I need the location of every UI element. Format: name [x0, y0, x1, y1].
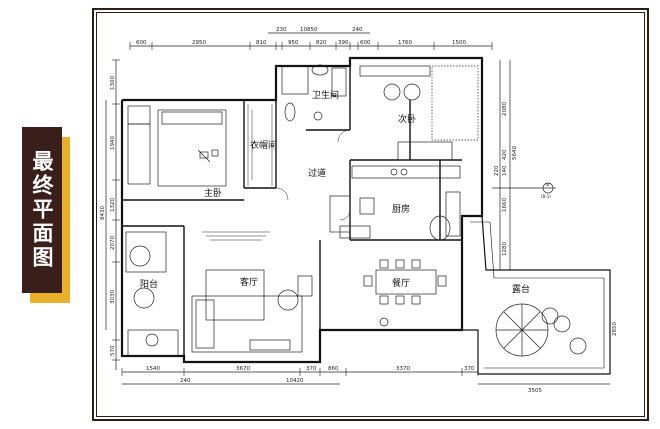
room-label-kitchen: 厨房 [392, 203, 410, 215]
dim-bottom-1: 1540 [146, 366, 160, 372]
dim-left-4: 8430 [100, 206, 106, 220]
page-title: 最终平面图 [30, 150, 54, 270]
dim-top-1: 600 [136, 40, 147, 46]
outer-frame [92, 8, 649, 421]
dim-left-1: 1300 [110, 76, 116, 90]
dim-bottom-2: 240 [180, 378, 191, 384]
interior-walls [122, 66, 462, 356]
dim-top-4: 230 [276, 27, 287, 33]
left-dimension-chain [105, 59, 120, 370]
dim-terrace-height: 2850 [612, 322, 618, 336]
room-label-balcony: 阳台 [140, 278, 158, 290]
room-label-bathroom: 卫生间 [312, 89, 339, 101]
master-bed [127, 105, 227, 187]
title-block: 最终平面图 [22, 127, 70, 303]
dim-left-6: 3030 [110, 290, 116, 304]
room-label-corridor: 过道 [308, 167, 326, 179]
dim-bottom-7: 3370 [396, 366, 410, 372]
room-label-dining-room: 餐厅 [392, 277, 410, 289]
dim-right-4: 220 [494, 165, 500, 176]
dim-right-3: 140 [502, 165, 508, 176]
balcony-furniture [125, 231, 179, 357]
dimension-labels: 600 2950 810 230 10850 950 820 390 240 6… [100, 27, 618, 394]
dim-bottom-3: 3670 [236, 366, 250, 372]
dim-top-7: 820 [316, 40, 327, 46]
dim-bottom-8: 370 [464, 366, 475, 372]
dim-right-2: 420 [502, 149, 508, 160]
dim-right-7: 1280 [502, 242, 508, 256]
door-swings [275, 129, 351, 221]
terrace-umbrella [495, 303, 587, 357]
dim-bottom-6: 860 [328, 366, 339, 372]
section-marker-sub: (B-1) [541, 194, 551, 199]
bathroom-fixtures [281, 64, 347, 122]
dim-top-11: 1760 [398, 40, 412, 46]
dim-left-7: 570 [110, 345, 116, 356]
dim-left-2: 1940 [110, 136, 116, 150]
inner-frame [96, 12, 645, 417]
room-labels: 卫生间 次卧 衣帽间 主卧 过道 厨房 客厅 餐厅 阳台 露台 [140, 89, 530, 295]
dim-top-12: 1500 [452, 40, 466, 46]
dim-left-3: 1320 [110, 198, 116, 212]
dim-right-1: 2080 [502, 102, 508, 116]
room-label-second-bedroom: 次卧 [398, 113, 416, 125]
bottom-dimension-chain [121, 368, 610, 385]
section-marker-label: a [546, 182, 549, 188]
stair-hatching [202, 231, 270, 241]
dim-bottom-5: 370 [306, 366, 317, 372]
living-sofa [191, 269, 313, 353]
right-dimension-chain [492, 60, 540, 270]
dim-top-6: 950 [288, 40, 299, 46]
room-label-master-bedroom: 主卧 [204, 187, 222, 199]
closet-shelves [247, 104, 273, 186]
section-marker [540, 182, 556, 194]
room-label-closet: 衣帽间 [250, 139, 277, 151]
dim-left-5: 2070 [110, 236, 116, 250]
second-bedroom-bed [359, 65, 479, 161]
dim-top-3: 810 [256, 40, 267, 46]
dim-top-5: 10850 [300, 27, 318, 33]
dim-terrace-width: 3505 [528, 388, 542, 394]
dim-right-5: 5640 [512, 146, 518, 160]
title-bar: 最终平面图 [22, 127, 62, 293]
room-label-terrace: 露台 [512, 283, 530, 295]
top-dimension-chain [129, 32, 493, 50]
kitchen-counter [329, 165, 461, 241]
dim-top-8: 390 [338, 40, 349, 46]
dim-top-9: 240 [352, 27, 363, 33]
dim-top-10: 600 [360, 40, 371, 46]
dim-top-2: 2950 [192, 40, 206, 46]
dim-right-6: 1660 [502, 198, 508, 212]
terrace-outline [462, 215, 611, 375]
dining-table [363, 259, 447, 327]
dim-bottom-4: 10420 [286, 378, 304, 384]
room-label-living-room: 客厅 [240, 276, 258, 288]
